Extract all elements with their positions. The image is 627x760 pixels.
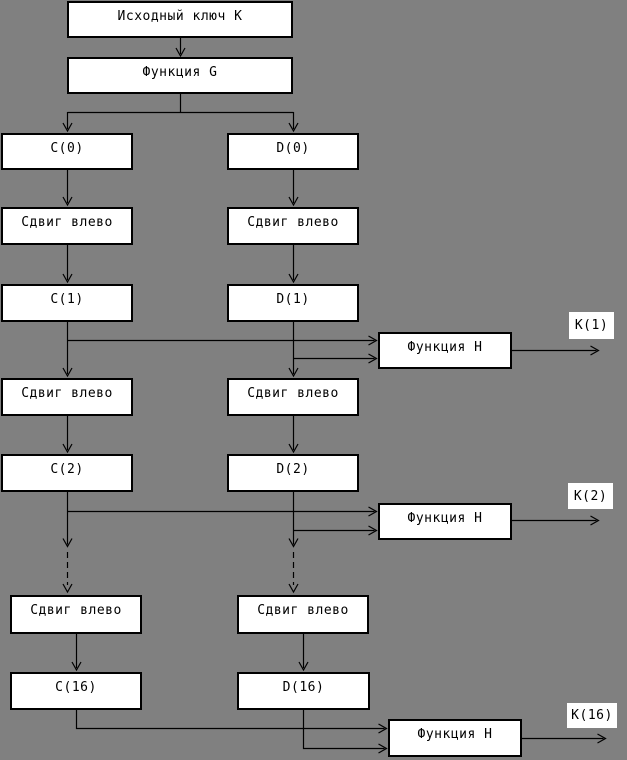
- arrowhead: [288, 122, 299, 133]
- node-c16: C(16): [10, 672, 142, 710]
- arrowhead: [378, 723, 388, 734]
- node-shift-left-3b: Сдвиг влево: [237, 595, 369, 634]
- node-d2: D(2): [227, 454, 359, 492]
- node-c1: C(1): [1, 284, 133, 322]
- arrowhead: [590, 515, 600, 526]
- arrowhead: [368, 525, 378, 536]
- arrowhead: [288, 443, 299, 454]
- arrowhead: [62, 122, 73, 133]
- arrowhead: [71, 661, 82, 672]
- label-k1: K(1): [569, 312, 614, 339]
- node-func-h-3: Функция H: [388, 719, 522, 757]
- arrowhead: [62, 367, 73, 378]
- arrowhead: [62, 583, 73, 594]
- node-shift-left-1a: Сдвиг влево: [1, 207, 133, 245]
- arrowhead: [288, 367, 299, 378]
- node-shift-left-2a: Сдвиг влево: [1, 378, 133, 416]
- node-d0: D(0): [227, 133, 359, 170]
- arrowhead: [378, 743, 388, 754]
- node-source-key: Исходный ключ К: [67, 1, 293, 38]
- node-shift-left-1b: Сдвиг влево: [227, 207, 359, 245]
- arrow-d16-to-funch3: [302, 710, 385, 750]
- arrowhead: [368, 353, 378, 364]
- arrowhead: [597, 733, 607, 744]
- node-c2: C(2): [1, 454, 133, 492]
- arrowhead: [62, 196, 73, 207]
- node-func-h-2: Функция H: [378, 503, 512, 540]
- node-d1: D(1): [227, 284, 359, 322]
- arrowhead: [175, 47, 186, 58]
- node-d16: D(16): [237, 672, 370, 710]
- arrowhead: [288, 196, 299, 207]
- arrowhead: [62, 443, 73, 454]
- node-shift-left-2b: Сдвиг влево: [227, 378, 359, 416]
- label-k2: K(2): [568, 483, 613, 509]
- arrowhead: [288, 538, 299, 548]
- node-shift-left-3a: Сдвиг влево: [10, 595, 142, 634]
- arrowhead: [62, 538, 73, 548]
- node-c0: C(0): [1, 133, 133, 170]
- arrowhead: [368, 335, 378, 346]
- label-k16: K(16): [567, 703, 617, 728]
- arrow-c16-to-funch3: [75, 710, 385, 730]
- node-func-g: Функция G: [67, 57, 293, 94]
- arrowhead: [368, 506, 378, 517]
- arrowhead: [288, 583, 299, 594]
- node-func-h-1: Функция H: [378, 332, 512, 369]
- arrowhead: [62, 273, 73, 284]
- arrowhead: [298, 661, 309, 672]
- arrowhead: [590, 345, 600, 356]
- arrowhead: [288, 273, 299, 284]
